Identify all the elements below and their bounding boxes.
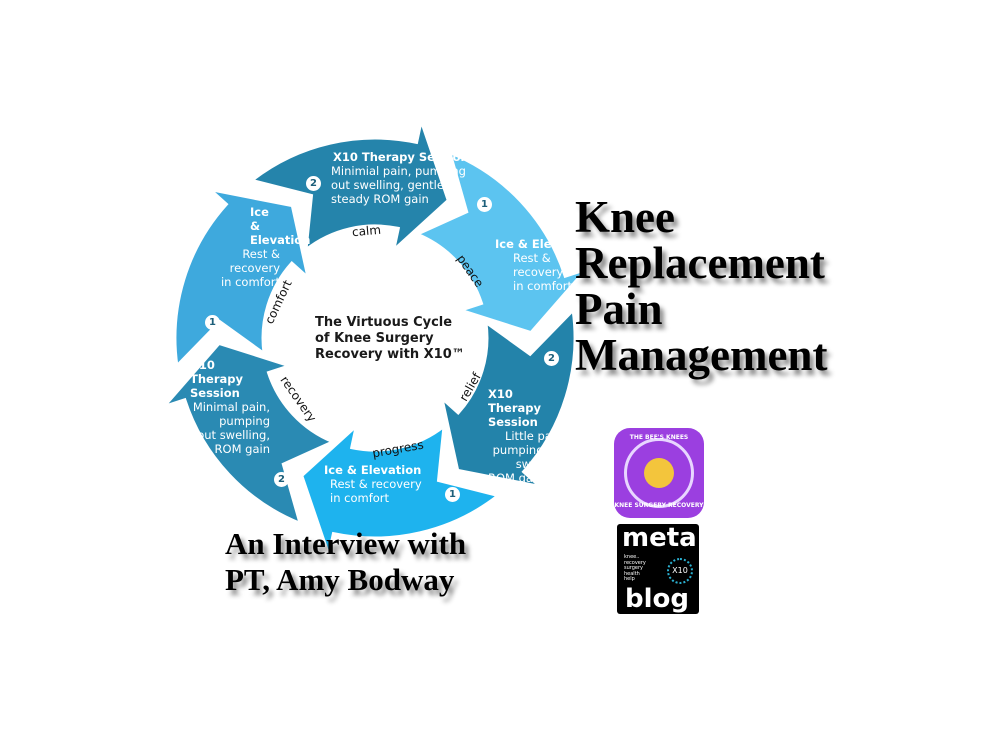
center-title-line: Recovery with X10™ bbox=[315, 347, 465, 362]
x10-badge: X10 bbox=[667, 558, 693, 584]
cycle-arrow-segment bbox=[300, 421, 502, 561]
segment-line: ROM gain bbox=[488, 471, 544, 485]
subtitle-line: An Interview with bbox=[225, 526, 467, 561]
step-number: 1 bbox=[205, 315, 220, 330]
page-title: Knee Replacement Pain Management bbox=[575, 194, 827, 378]
segment-title: Ice & Elevation bbox=[495, 237, 593, 251]
segment-line: recovery bbox=[513, 265, 564, 279]
center-title-line: of Knee Surgery bbox=[315, 331, 434, 346]
segment-title: Ice & Elevation bbox=[324, 463, 422, 477]
step-number: 1 bbox=[477, 197, 492, 212]
step-number: 2 bbox=[274, 472, 289, 487]
step-number: 2 bbox=[306, 176, 321, 191]
segment-line: out swelling, gentle, bbox=[331, 178, 448, 192]
segment-line: Rest & bbox=[242, 247, 280, 261]
cycle-center-title: The Virtuous Cycle of Knee Surgery Recov… bbox=[315, 315, 465, 363]
segment-top-label: X10 Therapy Session Minimial pain, pumpi… bbox=[331, 150, 469, 206]
segment-line: in comfort bbox=[220, 275, 280, 289]
segment-title: X10 Therapy Session bbox=[190, 358, 243, 400]
small-line: surgery bbox=[624, 565, 644, 572]
bees-knees-logo: THE BEE'S KNEES KNEE SURGERY RECOVERY bbox=[614, 428, 704, 518]
small-line: recovery bbox=[624, 559, 646, 566]
step-number: 1 bbox=[445, 487, 460, 502]
segment-line: steady ROM gain bbox=[331, 192, 429, 206]
segment-line: Rest & recovery bbox=[330, 477, 422, 491]
segment-left-upper-label: Ice & Elevation Rest & recovery in comfo… bbox=[210, 205, 310, 289]
segment-left-lower-label: X10 Therapy Session Minimal pain, pumpin… bbox=[190, 358, 270, 456]
title-line: Knee bbox=[575, 192, 675, 242]
segment-line: recovery bbox=[229, 261, 280, 275]
segment-line: ROM gain bbox=[214, 442, 270, 456]
segment-line: Minimal pain, bbox=[192, 400, 270, 414]
cycle-arrow-segment bbox=[248, 115, 450, 255]
small-line: help bbox=[624, 576, 635, 583]
segment-line: pumping out bbox=[492, 443, 566, 457]
segment-line: Rest & bbox=[513, 251, 551, 265]
segment-line: Little pain, bbox=[504, 429, 566, 443]
segment-line: in comfort bbox=[330, 491, 390, 505]
logo-text-bottom: KNEE SURGERY RECOVERY bbox=[614, 502, 704, 509]
title-line: Replacement bbox=[575, 238, 825, 288]
segment-line: pumping bbox=[219, 414, 270, 428]
segment-right-upper-label: Ice & Elevation Rest & recovery in comfo… bbox=[495, 237, 592, 293]
cycle-arrow-segment bbox=[159, 341, 337, 526]
cycle-arrow-segment bbox=[439, 306, 577, 490]
logo-small-text: knee.. recovery surgery health help bbox=[624, 554, 646, 583]
segment-line: Minimial pain, pumping bbox=[331, 164, 466, 178]
bee-icon bbox=[644, 458, 674, 488]
segment-line: in comfort bbox=[513, 279, 573, 293]
center-title-line: The Virtuous Cycle bbox=[315, 315, 453, 330]
segment-title: X10 Therapy Session bbox=[488, 387, 541, 429]
title-line: Pain bbox=[575, 284, 663, 334]
logo-text-bottom: blog bbox=[625, 584, 689, 614]
subtitle-line: PT, Amy Bodway bbox=[225, 562, 455, 597]
logo-text-top: meta bbox=[622, 523, 697, 553]
segment-title: Ice & Elevation bbox=[250, 205, 310, 247]
small-line: knee.. bbox=[624, 554, 640, 560]
meta-blog-logo: meta knee.. recovery surgery health help… bbox=[617, 524, 699, 614]
logo-ring bbox=[624, 438, 694, 508]
segment-right-lower-label: X10 Therapy Session Little pain, pumping… bbox=[488, 387, 566, 485]
segment-title: X10 Therapy Session bbox=[333, 150, 469, 164]
stage-word-calm: calm bbox=[351, 222, 382, 240]
step-number: 2 bbox=[544, 351, 559, 366]
segment-line: swelling, bbox=[515, 457, 566, 471]
small-line: health bbox=[624, 570, 640, 577]
cycle-arrow-segment bbox=[413, 150, 591, 335]
segment-line: out swelling, bbox=[197, 428, 270, 442]
title-line: Management bbox=[575, 330, 828, 380]
subtitle: An Interview with PT, Amy Bodway bbox=[225, 526, 466, 598]
logo-text-top: THE BEE'S KNEES bbox=[629, 434, 689, 441]
segment-bottom-label: Ice & Elevation Rest & recovery in comfo… bbox=[324, 463, 422, 505]
